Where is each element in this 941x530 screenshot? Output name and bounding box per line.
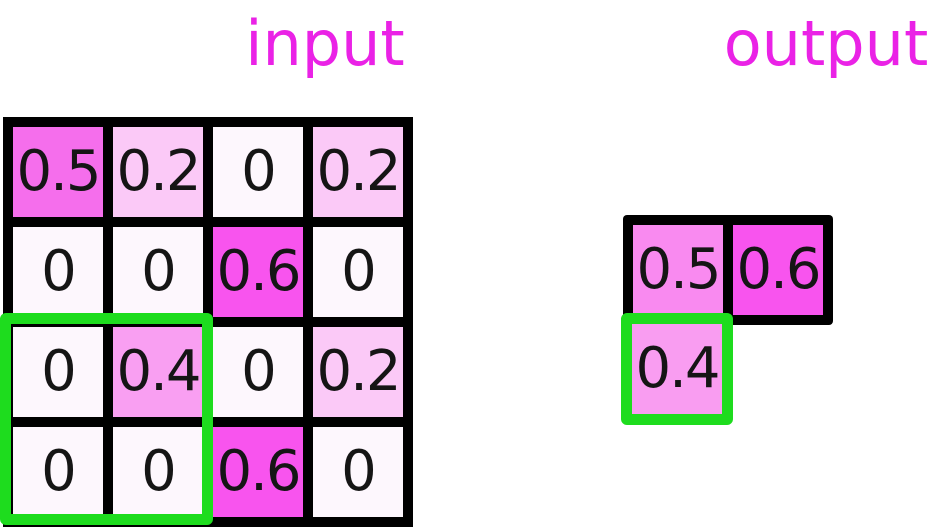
input-cell-r1c4: 0.2 bbox=[313, 127, 403, 217]
output-cell-r2c1-highlighted: 0.4 bbox=[621, 313, 733, 425]
input-label: input bbox=[245, 7, 405, 80]
output-cell-r1c1: 0.5 bbox=[633, 225, 723, 315]
input-cell-r2c3: 0.6 bbox=[213, 227, 303, 317]
input-cell-r4c3: 0.6 bbox=[213, 427, 303, 517]
input-grid: 0.5 0.2 0 0.2 0 0 0.6 0 0 0.4 0 0.2 0 0 … bbox=[3, 117, 413, 527]
output-grid: 0.5 0.6 bbox=[623, 215, 833, 325]
input-cell-r4c2: 0 bbox=[113, 427, 203, 517]
input-cell-r3c4: 0.2 bbox=[313, 327, 403, 417]
input-cell-r2c2: 0 bbox=[113, 227, 203, 317]
input-cell-r1c2: 0.2 bbox=[113, 127, 203, 217]
input-cell-r1c3: 0 bbox=[213, 127, 303, 217]
input-cell-r2c4: 0 bbox=[313, 227, 403, 317]
input-cell-r3c2: 0.4 bbox=[113, 327, 203, 417]
input-cell-r1c1: 0.5 bbox=[13, 127, 103, 217]
output-label: output bbox=[723, 7, 929, 80]
input-cell-r2c1: 0 bbox=[13, 227, 103, 317]
input-cell-r4c4: 0 bbox=[313, 427, 403, 517]
input-cell-r4c1: 0 bbox=[13, 427, 103, 517]
output-cell-r1c2: 0.6 bbox=[733, 225, 823, 315]
input-cell-r3c1: 0 bbox=[13, 327, 103, 417]
input-cell-r3c3: 0 bbox=[213, 327, 303, 417]
